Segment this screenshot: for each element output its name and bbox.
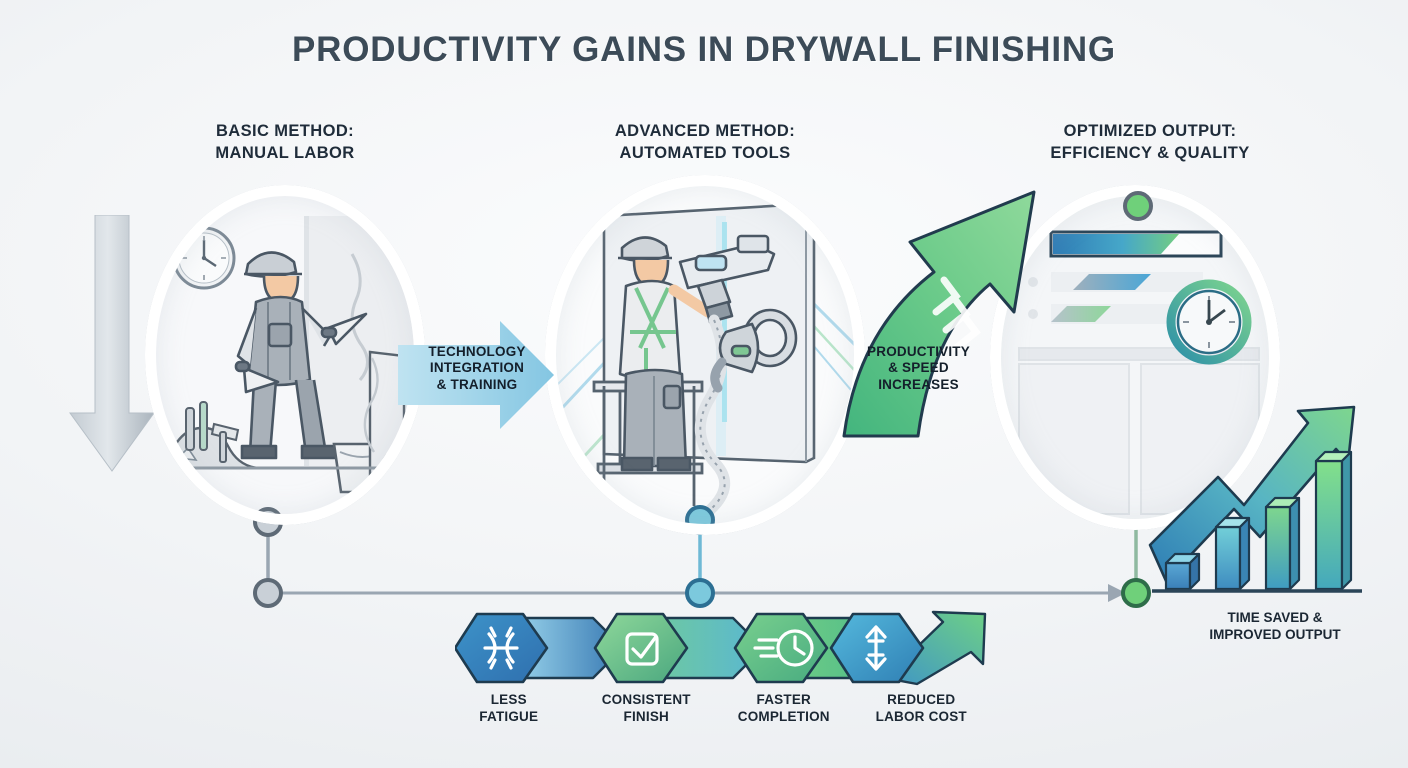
panel-basic-scene xyxy=(156,196,414,514)
growth-bar-chart xyxy=(1148,405,1362,593)
worker-on-scaffold-icon xyxy=(618,236,714,472)
automated-tools-illustration xyxy=(556,186,854,524)
panel-heading-optimized: OPTIMIZED OUTPUT: EFFICIENCY & QUALITY xyxy=(1050,122,1250,163)
page-title: PRODUCTIVITY GAINS IN DRYWALL FINISHING xyxy=(292,30,1116,69)
safety-harness-icon xyxy=(630,287,676,384)
up-down-arrow-icon xyxy=(865,625,887,671)
wall-clock-icon xyxy=(172,226,236,290)
chart-bar-3 xyxy=(1264,496,1301,591)
technology-integration-arrow xyxy=(398,321,554,429)
power-sander-icon xyxy=(710,308,798,393)
timeline-node-advanced xyxy=(685,578,715,608)
check-square-icon xyxy=(625,632,659,666)
panel-heading-advanced: ADVANCED METHOD: AUTOMATED TOOLS xyxy=(614,122,796,163)
benefit-label-reduced-labor-cost: REDUCED LABOR COST xyxy=(875,692,967,724)
benefits-chevron-band xyxy=(455,610,987,686)
timeline-node-optimized xyxy=(1121,578,1151,608)
productivity-speed-arrow xyxy=(842,190,1036,438)
chart-bar-2 xyxy=(1214,516,1251,591)
clock-icon xyxy=(1166,279,1252,365)
timeline-node-optimized-top xyxy=(1123,191,1153,221)
right-caption: TIME SAVED & IMPROVED OUTPUT xyxy=(1209,610,1341,642)
timeline-node-basic xyxy=(253,578,283,608)
technology-integration-label: TECHNOLOGY INTEGRATION & TRAINING xyxy=(428,344,526,392)
panel-advanced-method xyxy=(545,175,865,535)
chart-bar-1 xyxy=(1164,552,1201,591)
trowel-icon xyxy=(320,312,368,346)
rubble-pile-icon xyxy=(164,401,259,470)
timeline-node-advanced-top xyxy=(685,505,715,535)
manual-labor-illustration xyxy=(156,196,414,514)
timeline-node-basic-top xyxy=(253,507,283,537)
progress-bar-icon xyxy=(1028,230,1223,324)
panel-heading-basic: BASIC METHOD: MANUAL LABOR xyxy=(215,122,355,163)
benefit-label-consistent-finish: CONSISTENT FINISH xyxy=(601,692,691,724)
panel-basic-method xyxy=(145,185,425,525)
optimized-output-illustration xyxy=(1001,196,1269,519)
speed-clock-icon xyxy=(753,629,814,667)
benefit-diamond-consistent-finish xyxy=(593,612,689,684)
productivity-speed-label: PRODUCTIVITY & SPEED INCREASES xyxy=(867,344,970,392)
chart-bar-4 xyxy=(1314,450,1353,591)
panel-advanced-scene xyxy=(556,186,854,524)
benefit-label-less-fatigue: LESS FATIGUE xyxy=(479,692,539,724)
benefit-labels: LESS FATIGUE CONSISTENT FINISH FASTER CO… xyxy=(440,692,990,726)
trowel-icon xyxy=(234,360,280,394)
benefit-label-faster-completion: FASTER COMPLETION xyxy=(737,692,830,724)
decline-arrow-icon xyxy=(69,215,155,472)
panel-optimized-scene xyxy=(1001,196,1269,519)
benefit-diamond-faster-completion xyxy=(733,612,829,684)
relaxed-muscle-icon xyxy=(483,626,519,670)
worker-manual-icon xyxy=(234,251,368,460)
